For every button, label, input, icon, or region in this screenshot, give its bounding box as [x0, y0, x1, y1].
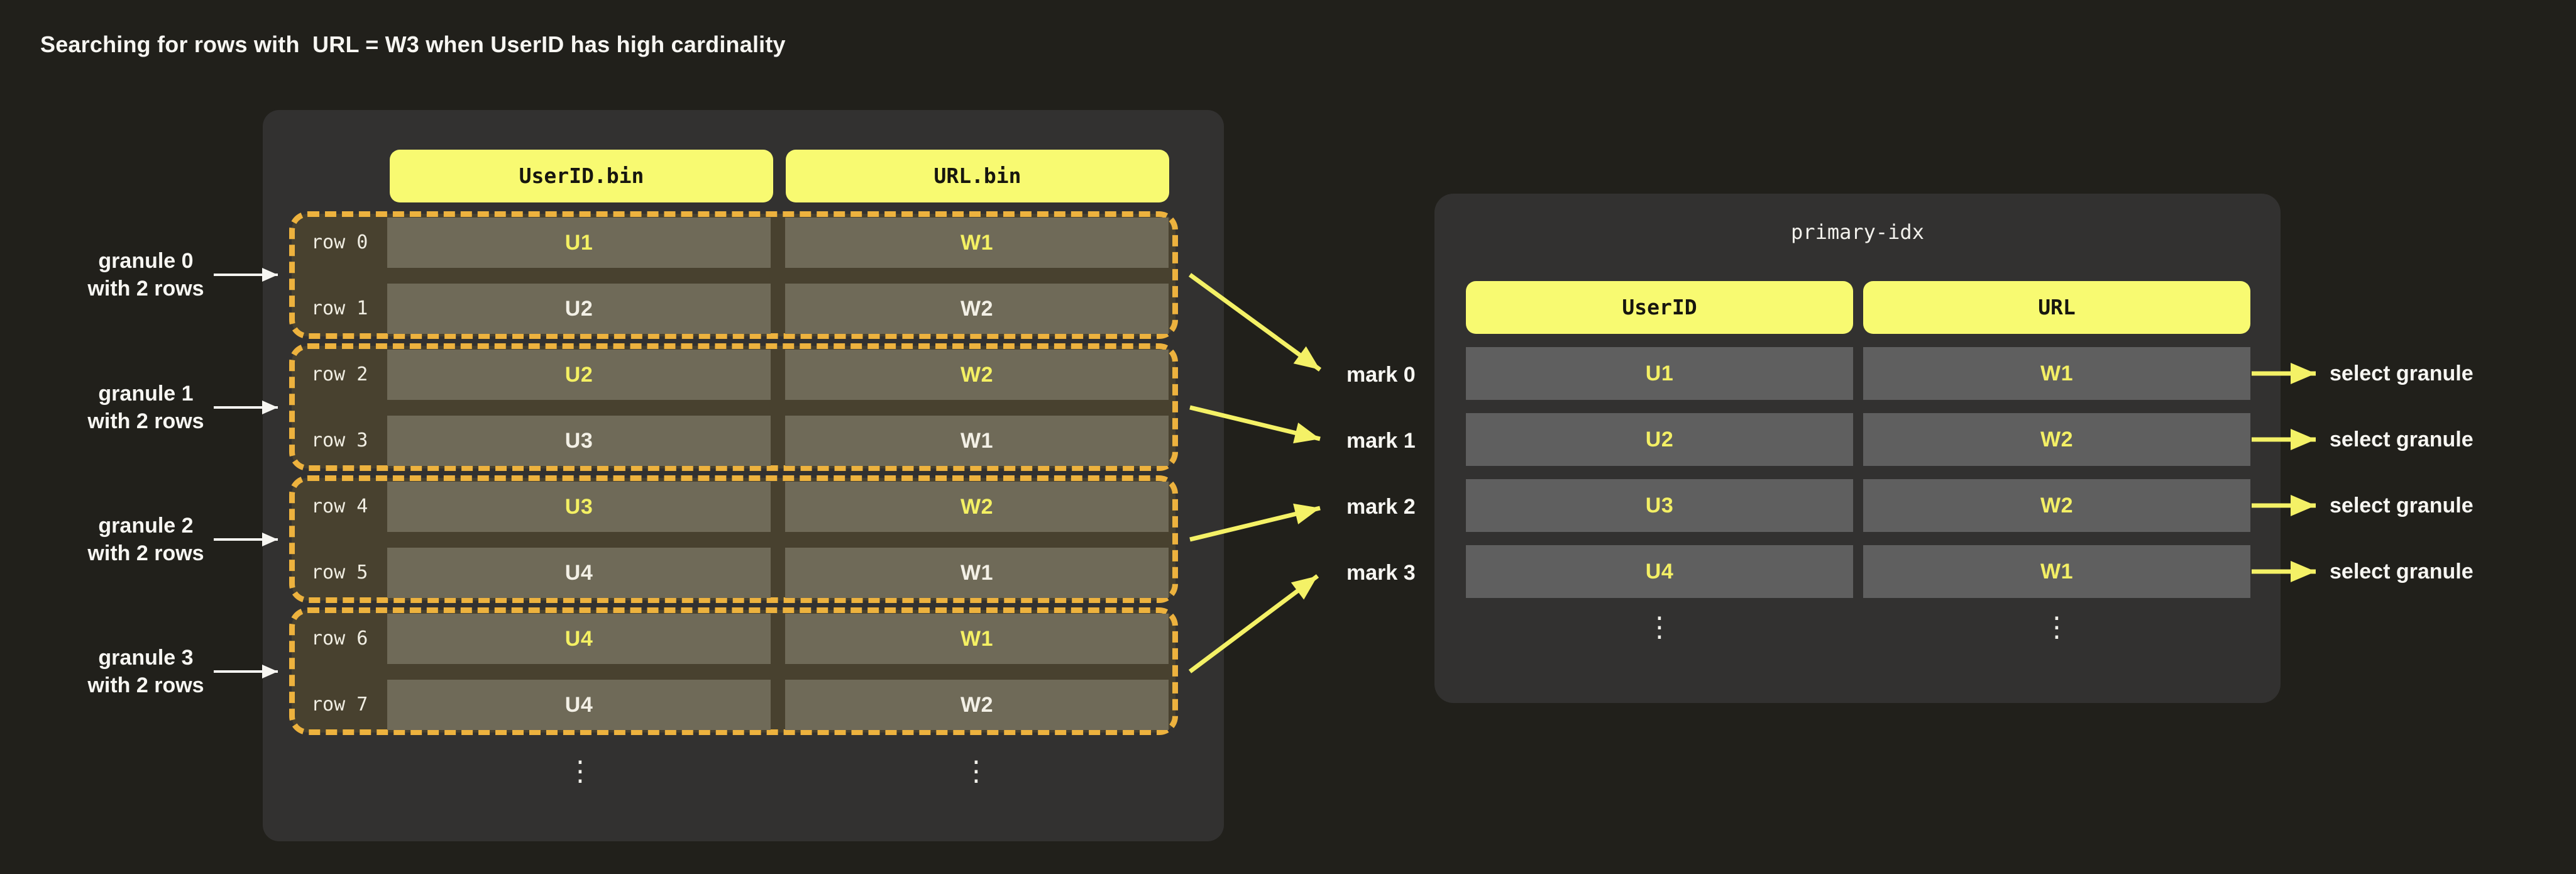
granule-3-label-line1: granule 3: [98, 646, 194, 670]
row-label: row 0: [311, 231, 368, 253]
granule-3-label: granule 3 with 2 rows: [39, 644, 253, 699]
userid-cell: U1: [387, 218, 771, 268]
index-userid-ellipsis: ⋮: [1646, 611, 1673, 643]
column-header-url-bin: URL.bin: [786, 150, 1169, 202]
granule-0-label-line1: granule 0: [98, 249, 194, 273]
userid-cell: U2: [387, 284, 771, 334]
url-cell: W1: [785, 548, 1169, 598]
select-granule-label-3: select granule: [2330, 560, 2474, 584]
table-row: row 3 U3 W1: [292, 416, 1175, 466]
index-header-url: URL: [1863, 281, 2250, 334]
diagram-title: Searching for rows with URL = W3 when Us…: [40, 31, 786, 57]
primary-index-panel: primary-idx UserID URL U1 W1 U2 W2 U3 W2…: [1434, 194, 2281, 703]
table-row: row 0 U1 W1: [292, 218, 1175, 268]
row-label: row 5: [311, 561, 368, 584]
mark-0-label: mark 0: [1346, 363, 1416, 387]
granule-box-1: row 2 U2 W2 row 3 U3 W1: [289, 343, 1178, 471]
index-userid-cell: U1: [1466, 347, 1853, 400]
table-row: row 5 U4 W1: [292, 548, 1175, 598]
url-cell: W2: [785, 482, 1169, 532]
index-url-ellipsis: ⋮: [2043, 611, 2071, 643]
granule-2-label-line2: with 2 rows: [87, 541, 204, 565]
granule-box-0: row 0 U1 W1 row 1 U2 W2: [289, 211, 1178, 339]
index-userid-cell: U2: [1466, 413, 1853, 466]
userid-cell: U4: [387, 548, 771, 598]
granule-2-label-line1: granule 2: [98, 514, 194, 538]
granule-box-3: row 6 U4 W1 row 7 U4 W2: [289, 607, 1178, 735]
index-url-cell: W2: [1863, 413, 2250, 466]
row-label: row 3: [311, 429, 368, 451]
url-cell: W1: [785, 416, 1169, 466]
mark-2-label: mark 2: [1346, 495, 1416, 519]
granule-0-label-line2: with 2 rows: [87, 277, 204, 301]
select-granule-label-0: select granule: [2330, 362, 2474, 385]
index-userid-cell: U4: [1466, 545, 1853, 598]
index-url-cell: W2: [1863, 479, 2250, 532]
granule-1-label-line1: granule 1: [98, 382, 194, 406]
mark-1-label: mark 1: [1346, 429, 1416, 453]
url-cell: W1: [785, 614, 1169, 664]
granule-2-label: granule 2 with 2 rows: [39, 512, 253, 567]
row-label: row 1: [311, 297, 368, 319]
userid-cell: U3: [387, 482, 771, 532]
column-files-panel: UserID.bin URL.bin row 0 U1 W1 row 1 U2 …: [263, 110, 1224, 841]
column-header-userid-bin: UserID.bin: [390, 150, 773, 202]
row-label: row 6: [311, 628, 368, 650]
table-row: row 2 U2 W2: [292, 350, 1175, 400]
table-row: row 1 U2 W2: [292, 284, 1175, 334]
userid-column-ellipsis: ⋮: [566, 755, 594, 787]
row-label: row 2: [311, 363, 368, 385]
url-cell: W2: [785, 284, 1169, 334]
index-header-userid: UserID: [1466, 281, 1853, 334]
index-url-cell: W1: [1863, 545, 2250, 598]
granule-box-2: row 4 U3 W2 row 5 U4 W1: [289, 475, 1178, 603]
granule-1-label: granule 1 with 2 rows: [39, 380, 253, 435]
url-cell: W1: [785, 218, 1169, 268]
granule-0-label: granule 0 with 2 rows: [39, 247, 253, 302]
userid-cell: U3: [387, 416, 771, 466]
table-row: row 4 U3 W2: [292, 482, 1175, 532]
mark-3-label: mark 3: [1346, 561, 1416, 585]
userid-cell: U2: [387, 350, 771, 400]
primary-index-title: primary-idx: [1791, 220, 1924, 244]
url-column-ellipsis: ⋮: [962, 755, 990, 787]
row-label: row 7: [311, 694, 368, 716]
userid-cell: U4: [387, 614, 771, 664]
url-cell: W2: [785, 350, 1169, 400]
row-label: row 4: [311, 495, 368, 517]
granule-3-label-line2: with 2 rows: [87, 673, 204, 697]
url-cell: W2: [785, 680, 1169, 730]
table-row: row 6 U4 W1: [292, 614, 1175, 664]
select-granule-label-1: select granule: [2330, 428, 2474, 451]
granule-1-label-line2: with 2 rows: [87, 409, 204, 433]
index-url-cell: W1: [1863, 347, 2250, 400]
table-row: row 7 U4 W2: [292, 680, 1175, 730]
userid-cell: U4: [387, 680, 771, 730]
select-granule-label-2: select granule: [2330, 494, 2474, 517]
index-userid-cell: U3: [1466, 479, 1853, 532]
